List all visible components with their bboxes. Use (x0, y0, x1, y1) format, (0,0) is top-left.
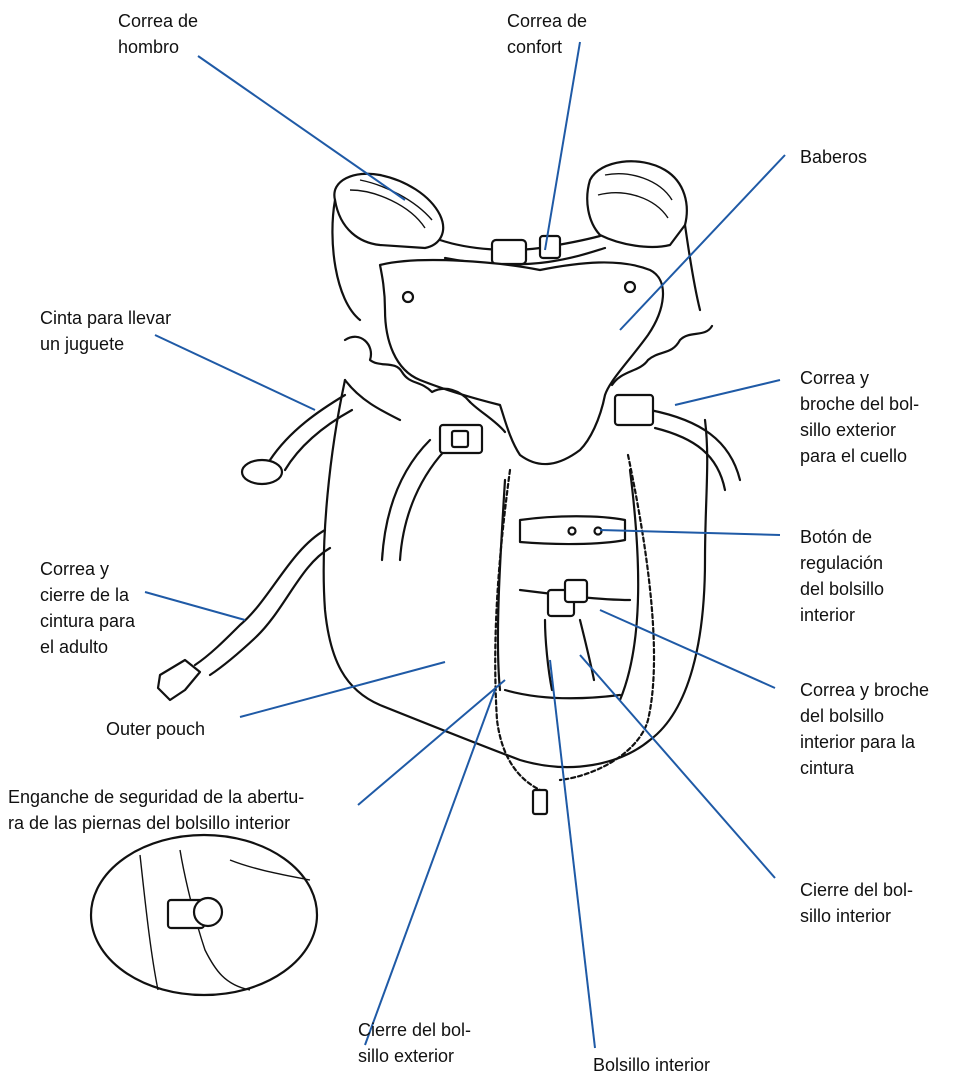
label-neck-strap: Correa y broche del bol- sillo exterior … (800, 365, 919, 469)
bib-panel (380, 260, 663, 464)
label-shoulder-strap: Correa de hombro (118, 8, 198, 60)
toy-ribbon (242, 395, 352, 484)
safety-hook-detail (91, 835, 317, 995)
label-adjust-button: Botón de regulación del bolsillo interio… (800, 524, 884, 628)
inner-pouch (498, 470, 638, 700)
leader-lines (145, 42, 785, 1048)
label-inner-zip: Cierre del bol- sillo interior (800, 877, 913, 929)
label-waist-strap-inner: Correa y broche del bolsillo interior pa… (800, 677, 929, 781)
label-toy-ribbon: Cinta para llevar un juguete (40, 305, 171, 357)
neck-strap-right (615, 395, 740, 490)
label-outer-zip: Cierre del bol- sillo exterior (358, 1017, 471, 1069)
label-inner-pouch: Bolsillo interior (593, 1052, 710, 1078)
adult-waist-strap (158, 530, 330, 700)
label-comfort-strap: Correa de confort (507, 8, 587, 60)
label-outer-pouch: Outer pouch (106, 716, 205, 742)
neck-strap-left (382, 425, 482, 560)
label-bibs: Baberos (800, 144, 867, 170)
label-waist-strap-adult: Correa y cierre de la cintura para el ad… (40, 556, 135, 660)
label-safety-hook: Enganche de seguridad de la abertu- ra d… (8, 784, 304, 836)
